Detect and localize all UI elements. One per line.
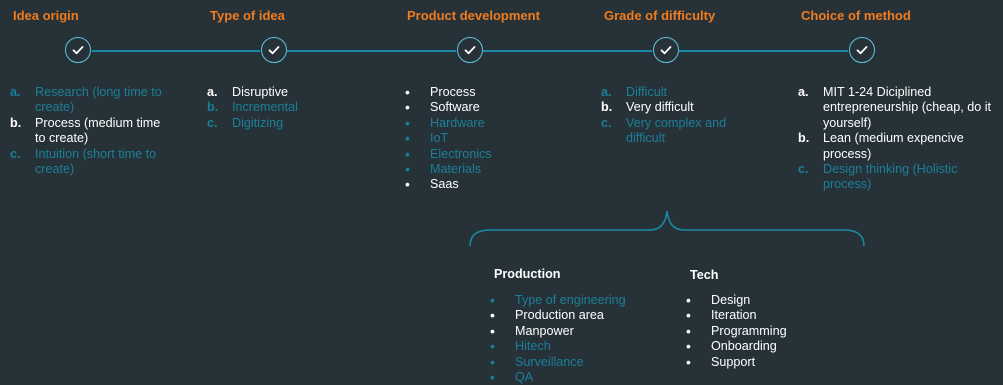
step-title-choice-of-method: Choice of method (801, 8, 911, 23)
list-item: •Hardware (405, 114, 485, 131)
timeline-connector (287, 50, 456, 52)
step-title-grade-of-difficulty: Grade of difficulty (604, 8, 716, 23)
grouping-brace (469, 210, 865, 247)
step-node-product-development (457, 37, 483, 63)
list-item: b.Lean (medium expencive process) (798, 131, 964, 161)
timeline-connector (483, 50, 652, 52)
list-item: •Hitech (490, 338, 551, 355)
list-item: b.Very difficult (601, 100, 694, 115)
list-item: •Support (686, 353, 756, 370)
list-item: •Materials (405, 161, 482, 178)
list-item: •QA (490, 369, 534, 385)
list-item: •IoT (405, 130, 449, 147)
list-item: c.Very complex and difficult (601, 115, 727, 146)
list-item: •Saas (405, 176, 459, 193)
list-item: c.Intuition (short time to create) (10, 146, 157, 177)
timeline-connector (92, 50, 260, 52)
breakdown-list-tech: •Design •Iteration •Programming •Onboard… (686, 292, 836, 370)
step-node-choice-of-method (849, 37, 875, 63)
step-list-choice-of-method: a.MIT 1-24 Diciplined entrepreneurship (… (798, 85, 1003, 193)
list-item: •Production area (490, 307, 604, 324)
step-list-idea-origin: a.Research (long time to create) b.Proce… (10, 85, 170, 177)
step-title-idea-origin: Idea origin (13, 8, 79, 23)
list-item: b.Incremental (207, 100, 298, 115)
list-item: a.Research (long time to create) (10, 85, 162, 115)
list-item: c.Design thinking (Holistic process) (798, 162, 958, 192)
check-icon (268, 46, 280, 55)
list-item: •Iteration (686, 307, 757, 324)
list-item: b.Process (medium time to create) (10, 115, 161, 146)
step-title-product-development: Product development (407, 8, 540, 23)
list-item: •Type of engineering (490, 292, 626, 308)
timeline-connector (679, 50, 848, 52)
breakdown-title-production: Production (494, 267, 561, 281)
list-item: •Process (405, 84, 476, 100)
step-list-grade-of-difficulty: a.Difficult b.Very difficult c.Very comp… (601, 85, 761, 147)
list-item: a.MIT 1-24 Diciplined entrepreneurship (… (798, 85, 992, 130)
step-node-grade-of-difficulty (653, 37, 679, 63)
list-item: •Software (405, 99, 480, 116)
check-icon (660, 46, 672, 55)
step-node-idea-origin (65, 37, 91, 63)
list-item: c.Digitizing (207, 115, 284, 130)
list-item: a.Difficult (601, 85, 668, 99)
check-icon (856, 46, 868, 55)
step-title-type-of-idea: Type of idea (210, 8, 285, 23)
check-icon (464, 46, 476, 55)
list-item: •Manpower (490, 322, 574, 339)
check-icon (72, 46, 84, 55)
breakdown-list-production: •Type of engineering •Production area •M… (490, 292, 660, 385)
list-item: •Design (686, 292, 751, 308)
list-item: •Onboarding (686, 338, 777, 355)
step-list-type-of-idea: a.Disruptive b.Incremental c.Digitizing (207, 85, 357, 131)
list-item: •Programming (686, 322, 787, 339)
list-item: •Electronics (405, 145, 492, 162)
list-item: a.Disruptive (207, 85, 288, 99)
breakdown-title-tech: Tech (690, 268, 719, 282)
step-list-product-development: •Process •Software •Hardware •IoT •Elect… (405, 84, 555, 193)
list-item: •Surveillance (490, 353, 584, 370)
step-node-type-of-idea (261, 37, 287, 63)
